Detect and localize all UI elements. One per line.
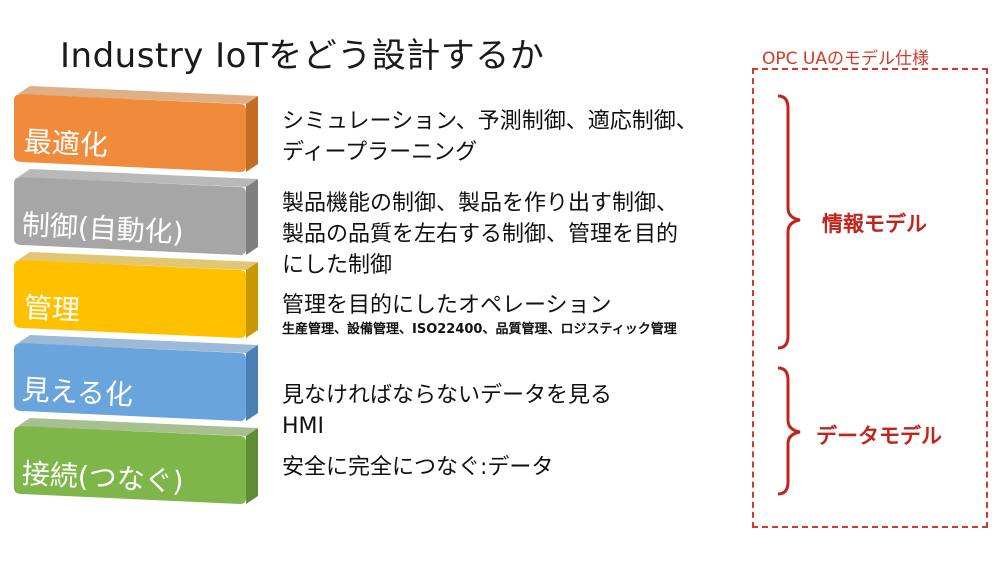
info-model-label: 情報モデル (822, 212, 927, 236)
layer-side-visualization (246, 345, 258, 421)
layer-top-optimization (18, 86, 258, 104)
layer-label-connection: 接続(つなぐ) (21, 457, 185, 499)
layer-description-control: 製品機能の制御、製品を作り出す制御、 製品の品質を左右する制御、管理を目的 にし… (282, 191, 679, 278)
layer-description-optimization: シミュレーション、予測制御、適応制御、 ディープラーニング (282, 109, 698, 165)
layer-side-control (246, 179, 258, 255)
layer-label-optimization: 最適化 (23, 125, 109, 163)
layer-side-management (246, 262, 258, 338)
layer-top-management (18, 252, 258, 270)
info-model-brace (777, 94, 801, 350)
opcua-model-box (752, 68, 988, 528)
layer-label-management: 管理 (23, 291, 81, 327)
layer-front-control (14, 177, 246, 255)
layer-description-management: 管理を目的にしたオペレーション 生産管理、設備管理、ISO22400、品質管理、… (282, 293, 677, 337)
management-examples: 生産管理、設備管理、ISO22400、品質管理、ロジスティック管理 (282, 322, 677, 337)
layer-front-optimization (14, 94, 246, 172)
layer-description-visualization: 見なければならないデータを見る HMI (282, 383, 613, 439)
layer-front-connection (14, 426, 246, 504)
data-model-brace (777, 366, 801, 496)
layer-top-visualization (18, 335, 258, 353)
layer-slab-management (14, 252, 258, 338)
page-title: Industry IoTをどう設計するか (60, 36, 545, 76)
model-braces (777, 94, 801, 496)
layer-description-connection: 安全に完全につなぐ:データ (282, 455, 554, 480)
layer-slab-connection (14, 418, 258, 504)
layer-front-visualization (14, 343, 246, 421)
layer-side-optimization (246, 96, 258, 172)
layer-front-management (14, 260, 246, 338)
layer-slab-optimization (14, 86, 258, 172)
layer-label-visualization: 見える化 (21, 373, 134, 412)
data-model-label: データモデル (816, 424, 942, 448)
layer-top-control (18, 169, 258, 187)
layer-slab-control (14, 169, 258, 255)
layer-top-connection (18, 418, 258, 436)
layer-label-control: 制御(自動化) (21, 208, 185, 250)
layer-slab-visualization (14, 335, 258, 421)
layer-side-connection (246, 428, 258, 504)
model-box-caption: OPC UAのモデル仕様 (762, 49, 929, 69)
layer-stack (14, 86, 258, 504)
